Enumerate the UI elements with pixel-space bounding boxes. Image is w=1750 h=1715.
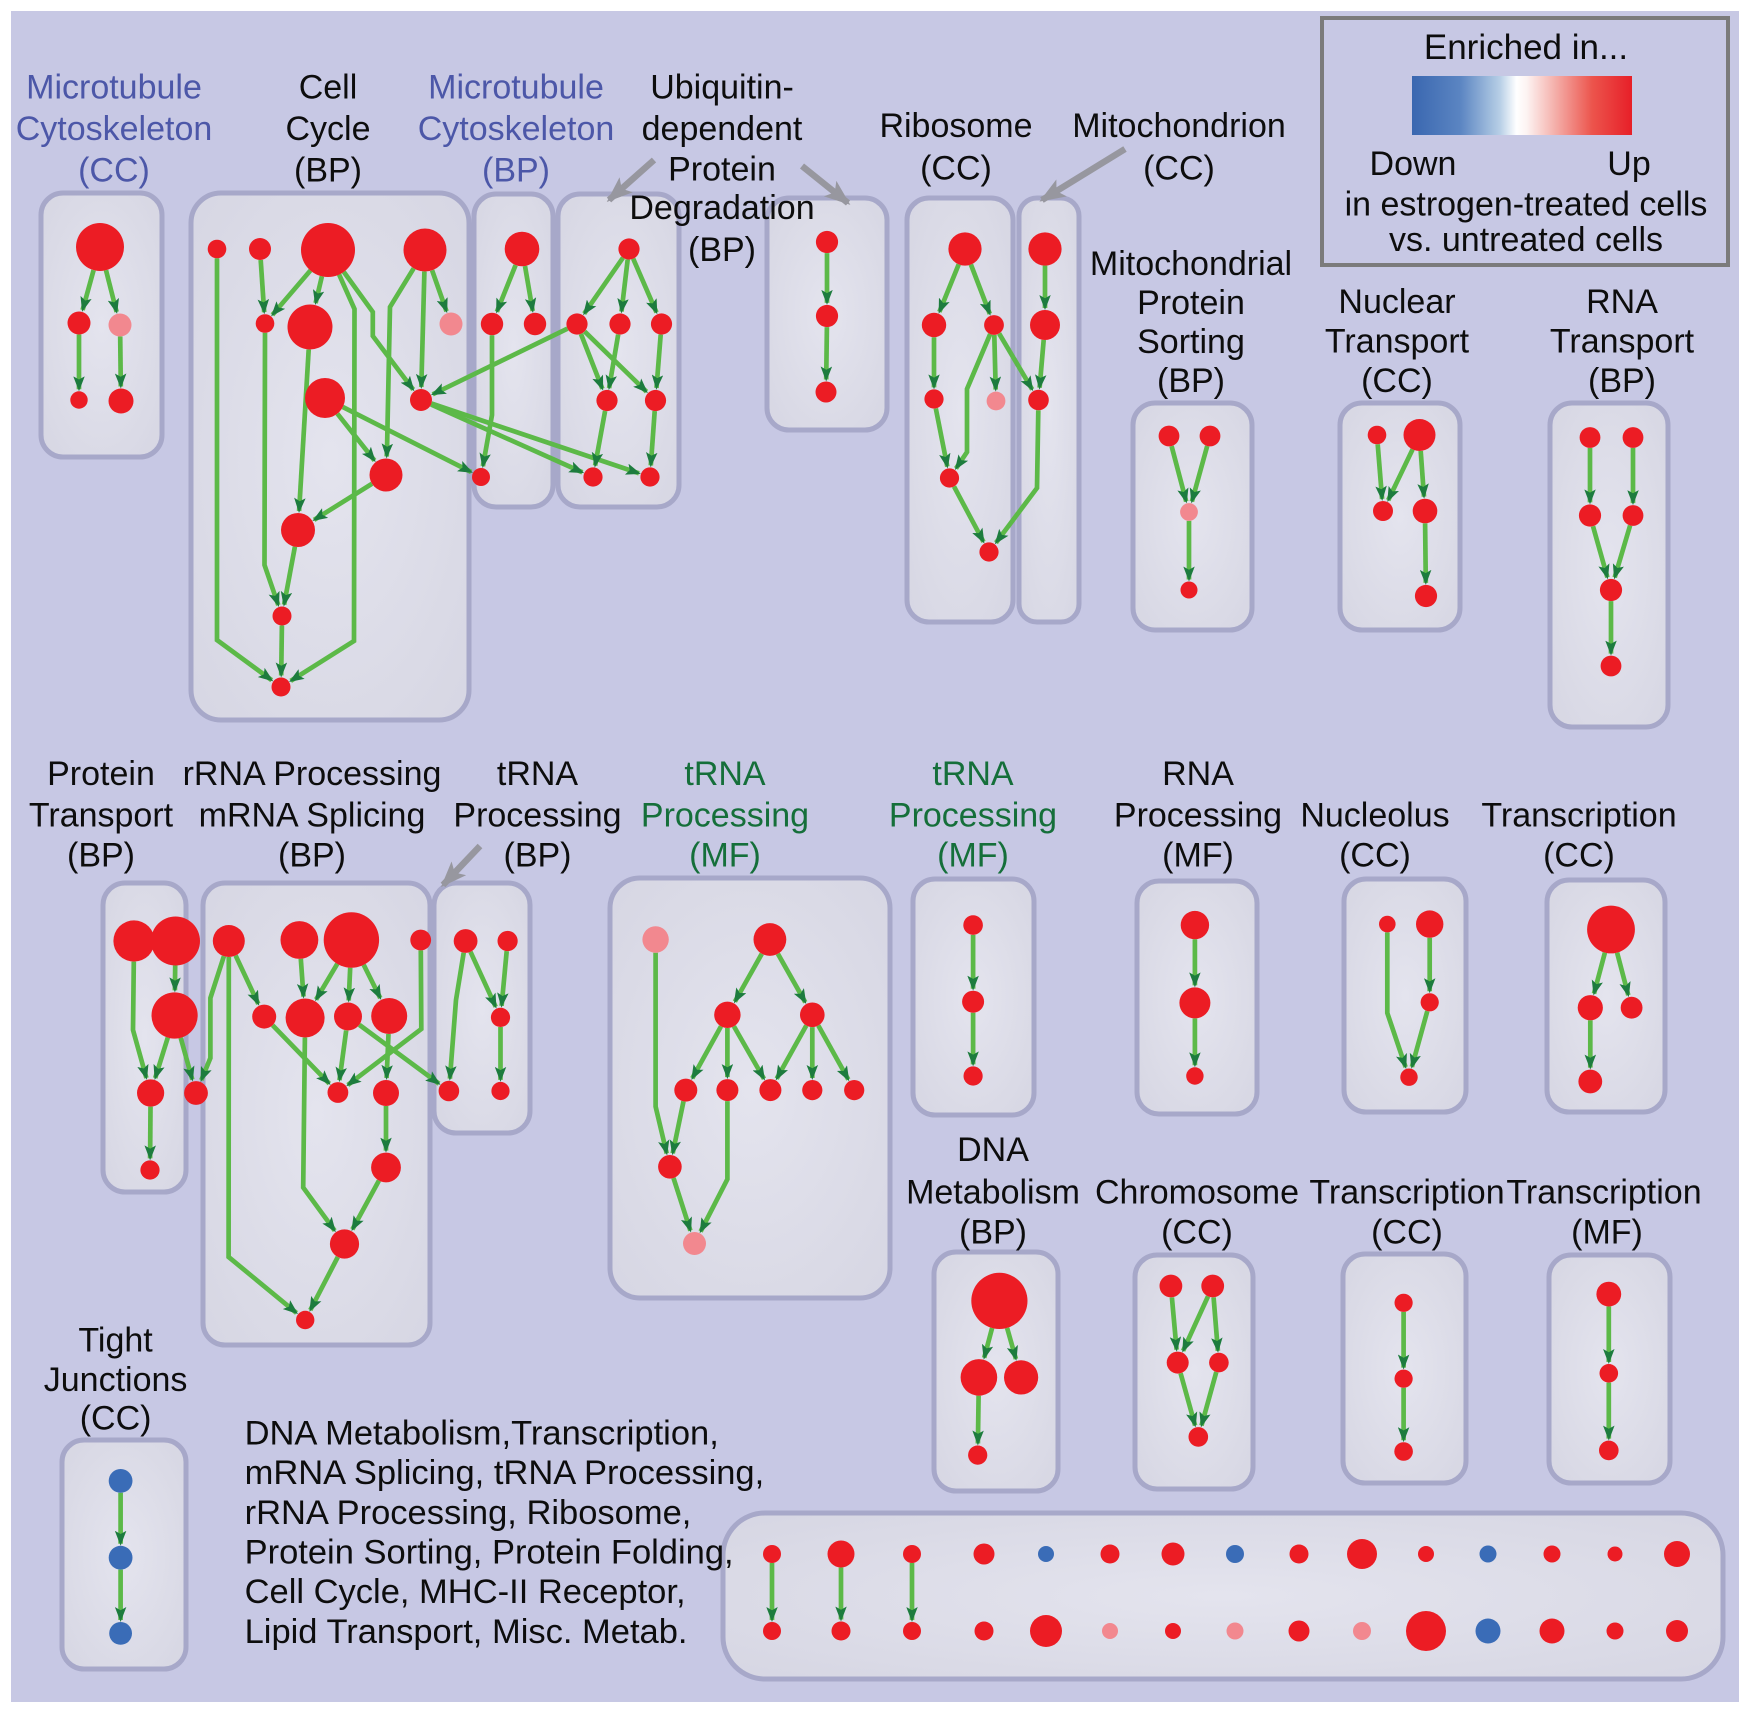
svg-text:(MF): (MF) — [937, 837, 1009, 875]
svg-text:Processing: Processing — [889, 797, 1057, 835]
svg-text:Tight: Tight — [78, 1322, 153, 1360]
svg-text:Metabolism: Metabolism — [906, 1174, 1080, 1212]
svg-text:Enriched in...: Enriched in... — [1424, 28, 1628, 67]
svg-text:Transcription: Transcription — [1481, 797, 1676, 835]
svg-text:Processing: Processing — [641, 797, 809, 835]
svg-text:Chromosome: Chromosome — [1095, 1174, 1299, 1212]
svg-text:(BP): (BP) — [688, 231, 756, 269]
svg-text:tRNA: tRNA — [932, 755, 1014, 793]
svg-text:Protein: Protein — [668, 151, 776, 189]
svg-text:(CC): (CC) — [1161, 1214, 1233, 1252]
svg-text:(CC): (CC) — [1339, 837, 1411, 875]
svg-text:Ubiquitin-: Ubiquitin- — [650, 69, 794, 107]
svg-text:in estrogen-treated cells: in estrogen-treated cells — [1345, 186, 1708, 224]
svg-text:(CC): (CC) — [1361, 362, 1433, 400]
svg-text:Degradation: Degradation — [629, 189, 814, 227]
svg-text:(BP): (BP) — [1157, 362, 1225, 400]
svg-text:Cytoskeleton: Cytoskeleton — [418, 110, 615, 148]
svg-text:(CC): (CC) — [1543, 837, 1615, 875]
svg-text:Protein: Protein — [1137, 284, 1245, 322]
svg-text:tRNA: tRNA — [497, 755, 579, 793]
svg-text:(BP): (BP) — [278, 837, 346, 875]
svg-text:Transcription: Transcription — [1506, 1174, 1701, 1212]
svg-text:mRNA Splicing: mRNA Splicing — [199, 797, 426, 835]
svg-text:(BP): (BP) — [504, 837, 572, 875]
svg-text:Microtubule: Microtubule — [428, 69, 604, 107]
svg-text:Cytoskeleton: Cytoskeleton — [16, 110, 213, 148]
svg-text:Lipid Transport, Misc. Metab.: Lipid Transport, Misc. Metab. — [245, 1613, 688, 1651]
svg-text:vs. untreated cells: vs. untreated cells — [1389, 221, 1663, 259]
svg-text:tRNA: tRNA — [684, 755, 766, 793]
svg-text:(MF): (MF) — [1162, 837, 1234, 875]
svg-text:Nucleolus: Nucleolus — [1300, 797, 1449, 835]
svg-text:RNA: RNA — [1586, 283, 1658, 321]
svg-text:DNA Metabolism,Transcription,: DNA Metabolism,Transcription, — [245, 1414, 719, 1452]
svg-text:Cycle: Cycle — [285, 110, 370, 148]
svg-text:dependent: dependent — [642, 110, 803, 148]
svg-text:(CC): (CC) — [78, 152, 150, 190]
svg-text:Transport: Transport — [1325, 323, 1470, 361]
svg-text:Ribosome: Ribosome — [879, 107, 1032, 145]
svg-text:Up: Up — [1607, 145, 1650, 183]
svg-text:Processing: Processing — [453, 797, 621, 835]
svg-text:(CC): (CC) — [80, 1400, 152, 1438]
svg-text:Protein Sorting, Protein Foldi: Protein Sorting, Protein Folding, — [245, 1534, 734, 1572]
svg-text:Cell Cycle, MHC-II Receptor,: Cell Cycle, MHC-II Receptor, — [245, 1573, 686, 1611]
svg-text:(BP): (BP) — [1588, 362, 1656, 400]
svg-text:rRNA Processing, Ribosome,: rRNA Processing, Ribosome, — [245, 1494, 692, 1532]
svg-text:(BP): (BP) — [482, 152, 550, 190]
svg-text:Transport: Transport — [1550, 323, 1695, 361]
svg-text:Sorting: Sorting — [1137, 323, 1245, 361]
svg-text:Nuclear: Nuclear — [1338, 283, 1455, 321]
svg-text:(CC): (CC) — [920, 150, 992, 188]
svg-text:(MF): (MF) — [689, 837, 761, 875]
svg-text:(CC): (CC) — [1143, 150, 1215, 188]
svg-text:Protein: Protein — [47, 755, 155, 793]
svg-text:Processing: Processing — [1114, 797, 1282, 835]
svg-text:RNA: RNA — [1162, 755, 1234, 793]
svg-text:Mitochondrion: Mitochondrion — [1072, 107, 1286, 145]
svg-text:(BP): (BP) — [294, 152, 362, 190]
svg-text:(BP): (BP) — [959, 1214, 1027, 1252]
svg-text:Transport: Transport — [29, 797, 174, 835]
svg-text:rRNA Processing: rRNA Processing — [183, 755, 442, 793]
svg-text:DNA: DNA — [957, 1131, 1029, 1169]
svg-text:(MF): (MF) — [1571, 1214, 1643, 1252]
svg-text:(CC): (CC) — [1371, 1214, 1443, 1252]
svg-text:Microtubule: Microtubule — [26, 69, 202, 107]
svg-text:(BP): (BP) — [67, 837, 135, 875]
svg-text:Down: Down — [1370, 145, 1457, 183]
svg-text:Transcription: Transcription — [1309, 1174, 1504, 1212]
svg-text:Cell: Cell — [299, 69, 358, 107]
svg-text:mRNA Splicing, tRNA Processing: mRNA Splicing, tRNA Processing, — [245, 1454, 765, 1492]
svg-text:Mitochondrial: Mitochondrial — [1090, 245, 1292, 283]
svg-text:Junctions: Junctions — [44, 1361, 188, 1399]
